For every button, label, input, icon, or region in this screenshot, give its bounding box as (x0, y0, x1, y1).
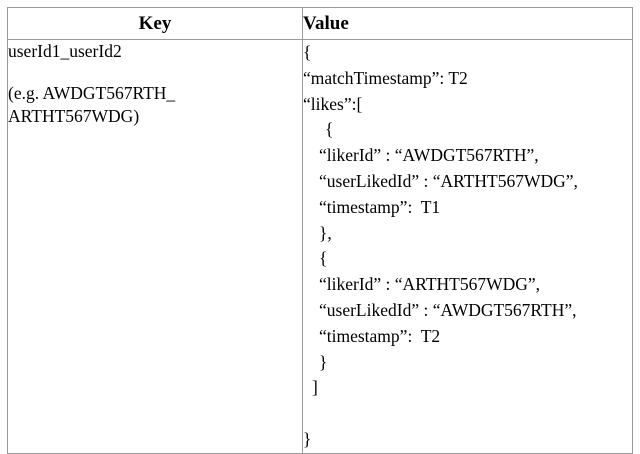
column-header-value: Value (302, 7, 633, 40)
json-line: “matchTimestamp”: T2 (303, 67, 468, 88)
key-line: (e.g. AWDGT567RTH_ (8, 83, 176, 103)
table-header-row: Key Value (7, 7, 633, 40)
key-value-table: Key Value userId1_userId2 (e.g. AWDGT567R… (7, 7, 633, 454)
column-header-key: Key (7, 7, 303, 40)
json-line: }, (319, 222, 332, 243)
key-line: ARTHT567WDG) (8, 106, 140, 126)
table-header: Key Value (7, 7, 633, 40)
json-line: “likerId” : “ARTHT567WDG”, (319, 274, 541, 295)
json-line: “likes”:[ (303, 93, 363, 114)
json-line-spacer (303, 401, 632, 427)
json-line: } (303, 428, 312, 449)
json-line: “timestamp”: T1 (319, 196, 441, 217)
json-line: } (319, 351, 328, 372)
json-line: “timestamp”: T2 (319, 325, 441, 346)
table-body: userId1_userId2 (e.g. AWDGT567RTH_ ARTHT56… (7, 39, 633, 454)
json-line: “userLikedId” : “ARTHT567WDG”, (319, 170, 578, 191)
json-line: { (303, 42, 312, 62)
json-line: { (325, 119, 334, 140)
json-line: { (319, 248, 328, 269)
cell-key: userId1_userId2 (e.g. AWDGT567RTH_ ARTHT56… (7, 39, 303, 454)
json-line: ] (312, 377, 318, 398)
value-json-block: { “matchTimestamp”: T2 “likes”:[ { “likerId”… (303, 40, 632, 453)
json-line: “userLikedId” : “AWDGT567RTH”, (319, 299, 577, 320)
key-text-block: userId1_userId2 (e.g. AWDGT567RTH_ ARTHT56… (8, 40, 302, 128)
json-line: “likerId” : “AWDGT567RTH”, (319, 145, 539, 166)
page-root: Key Value userId1_userId2 (e.g. AWDGT567R… (7, 7, 633, 454)
cell-value: { “matchTimestamp”: T2 “likes”:[ { “likerId”… (302, 39, 633, 454)
key-line-spacer (8, 63, 302, 82)
key-line: userId1_userId2 (8, 41, 122, 61)
table-row: userId1_userId2 (e.g. AWDGT567RTH_ ARTHT56… (7, 39, 633, 454)
